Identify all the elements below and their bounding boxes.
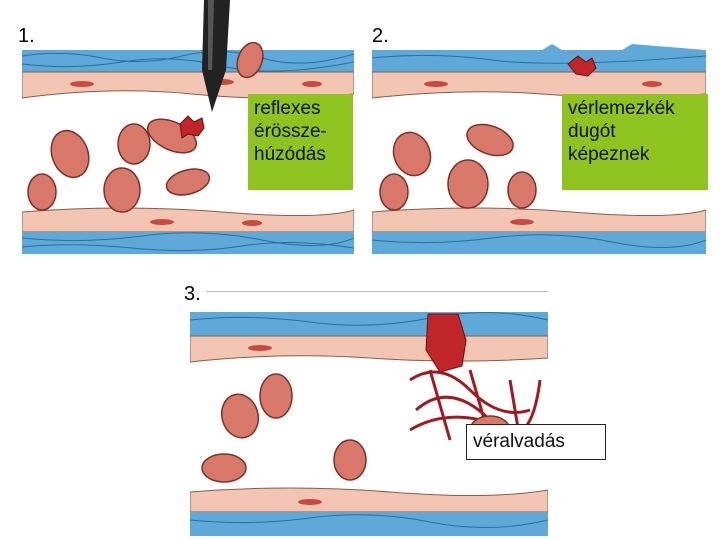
- caption-step-1-line-1: reflexes: [254, 97, 347, 120]
- scalpel-icon: [190, 0, 240, 120]
- separator-line: [206, 291, 548, 292]
- caption-step-3: véralvadás: [466, 424, 606, 460]
- caption-step-2: vérlemezkék dugót képeznek: [562, 94, 708, 190]
- caption-step-2-line-3: képeznek: [568, 143, 702, 166]
- vessel-outer-layer-top: [22, 50, 354, 72]
- caption-step-1-line-2: érössze-: [254, 120, 347, 143]
- caption-step-1-line-3: húzódás: [254, 143, 347, 166]
- caption-step-2-line-1: vérlemezkék: [568, 97, 702, 120]
- caption-step-3-line-1: véralvadás: [473, 430, 599, 453]
- caption-step-1: reflexes érössze- húzódás: [248, 94, 353, 190]
- caption-step-2-line-2: dugót: [568, 120, 702, 143]
- panel-3-vessel-diagram: [190, 300, 548, 538]
